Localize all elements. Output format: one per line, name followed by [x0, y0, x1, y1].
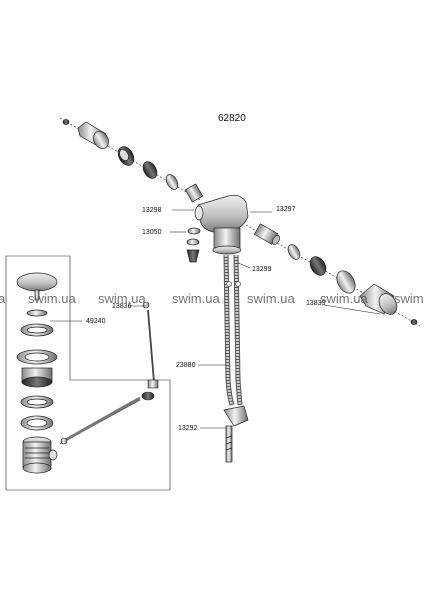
label-13050: 13050 — [142, 229, 162, 236]
right-valve-cartridge — [253, 223, 280, 245]
drain-seal — [20, 323, 54, 337]
label-13298: 13298 — [142, 207, 162, 214]
lift-rod — [142, 301, 159, 389]
small-screw — [62, 119, 70, 125]
drain-body-upper — [21, 367, 53, 388]
pivot-rod — [60, 391, 155, 445]
cartridge-valve — [184, 183, 204, 203]
drain-flange — [16, 349, 58, 365]
right-sleeve — [336, 270, 356, 294]
right-threaded-ring — [309, 256, 327, 276]
right-screw — [410, 319, 418, 325]
label-49240: 49240 — [86, 318, 106, 325]
threaded-ring-2 — [142, 161, 158, 179]
drain-stopper — [16, 272, 58, 301]
watermark-text: swim.ua — [320, 291, 368, 306]
drain-nut — [20, 415, 54, 431]
label-23880: 23880 — [176, 362, 196, 369]
drain-gasket — [20, 395, 54, 409]
handle-knob — [77, 121, 109, 149]
watermark-text: a — [0, 291, 6, 306]
watermark-text: swim.ua — [172, 291, 220, 306]
label-13839: 13839 — [306, 300, 326, 307]
label-13292: 13292 — [178, 425, 198, 432]
label-13299: 13299 — [252, 266, 272, 273]
watermark-text: swim — [394, 291, 424, 306]
threaded-ring-1 — [117, 146, 135, 166]
right-washer — [287, 244, 301, 260]
flexible-hoses — [223, 254, 243, 406]
right-handle — [359, 283, 398, 315]
label-13836: 13836 — [112, 303, 132, 310]
mounting-stud — [223, 405, 249, 463]
drain-tailpiece — [22, 436, 58, 474]
drain-washer-small — [26, 309, 48, 317]
watermark-text: swim.ua — [247, 291, 295, 306]
aerator-parts — [186, 227, 201, 263]
watermark-text: swim.ua — [98, 291, 146, 306]
drain-group-bracket — [5, 255, 171, 491]
label-13297: 13297 — [276, 206, 296, 213]
diagram-title: 62820 — [218, 113, 246, 124]
cartridge-washer — [165, 174, 179, 190]
watermark-text: swim.ua — [28, 291, 76, 306]
watermark-row: a swim.ua swim.ua swim.ua swim.ua swim.u… — [0, 291, 424, 306]
valve-body — [194, 194, 249, 255]
